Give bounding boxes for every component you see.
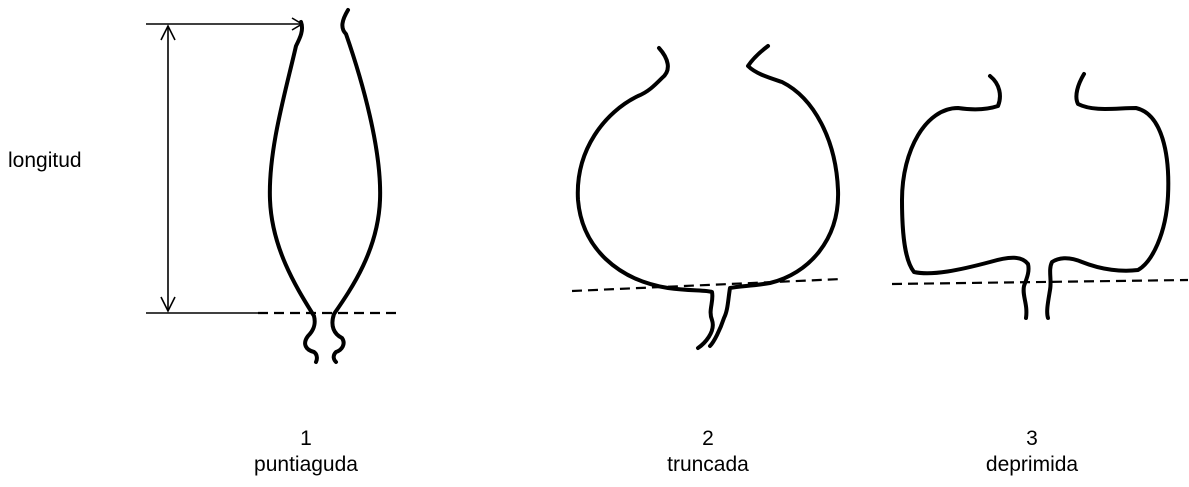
shape-2-truncated	[572, 46, 842, 348]
shape-2-name: truncada	[628, 452, 788, 478]
shape-1-name: puntiaguda	[226, 452, 386, 478]
shape-2-number: 2	[628, 426, 788, 452]
shape-1-number: 1	[226, 426, 386, 452]
shape-1-pointed	[146, 10, 402, 362]
shape-2-caption: 2 truncada	[628, 426, 788, 478]
shape-1-left-outline	[270, 22, 317, 362]
shape-2-left-outline	[578, 48, 713, 348]
shape-3-name: deprimida	[952, 452, 1112, 478]
shape-3-depressed	[892, 74, 1188, 318]
shape-2-right-outline	[710, 46, 838, 346]
shape-3-base-line	[892, 280, 1188, 284]
shape-3-number: 3	[952, 426, 1112, 452]
length-label: longitud	[8, 148, 82, 174]
shape-1-right-outline	[332, 10, 380, 362]
shape-1-caption: 1 puntiaguda	[226, 426, 386, 478]
shape-3-caption: 3 deprimida	[952, 426, 1112, 478]
